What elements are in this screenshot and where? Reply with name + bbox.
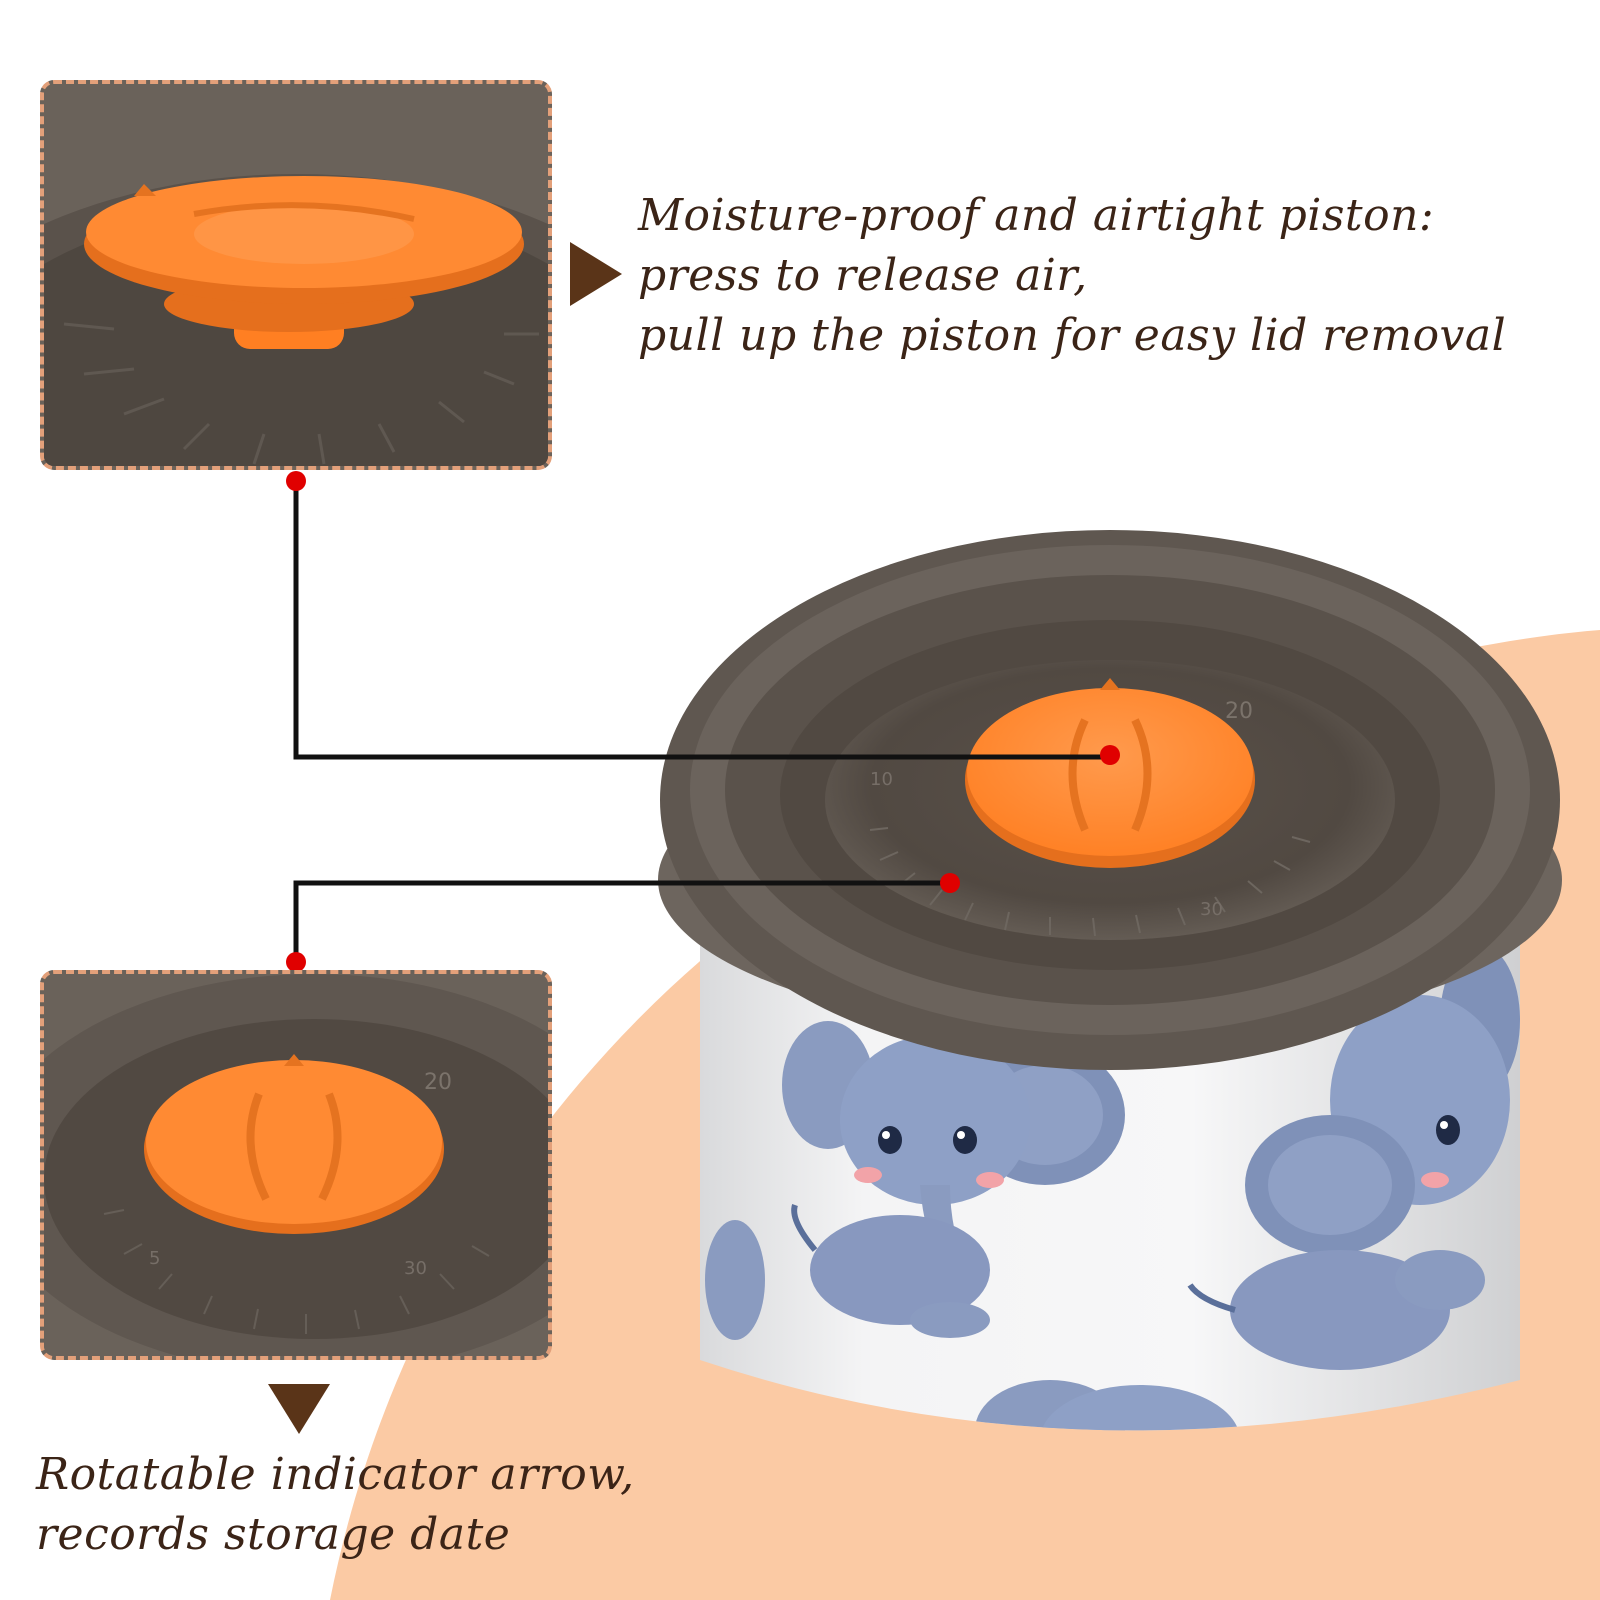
lid-number-10: 10 bbox=[870, 769, 893, 790]
triangle-down-icon bbox=[268, 1384, 330, 1434]
caption-line: Moisture-proof and airtight piston: bbox=[638, 190, 1435, 241]
elephant-illustration-left bbox=[782, 1021, 1125, 1338]
lid-tick-marks bbox=[869, 827, 1311, 937]
caption-line: Rotatable indicator arrow, bbox=[36, 1449, 635, 1500]
triangle-right-icon bbox=[570, 242, 622, 306]
callout-lines bbox=[293, 481, 1110, 962]
lid-number-20: 20 bbox=[1225, 699, 1253, 724]
inset-number-20: 20 bbox=[424, 1070, 452, 1095]
caption-line: press to release air, bbox=[638, 250, 1088, 301]
indicator-feature-caption: Rotatable indicator arrow, records stora… bbox=[36, 1445, 635, 1565]
inset-number-5: 5 bbox=[149, 1248, 160, 1269]
piston-feature-caption: Moisture-proof and airtight piston: pres… bbox=[638, 186, 1506, 366]
callout-dots bbox=[286, 471, 1120, 972]
caption-line: records storage date bbox=[36, 1509, 511, 1560]
caption-line: pull up the piston for easy lid removal bbox=[638, 310, 1507, 361]
piston-knob bbox=[965, 678, 1255, 868]
indicator-arrow-icon bbox=[1100, 678, 1120, 690]
inset-piston-closeup bbox=[40, 80, 552, 470]
canister-lid: 20 10 30 bbox=[658, 530, 1562, 1070]
elephant-illustration-right bbox=[1187, 945, 1520, 1370]
inset-indicator-closeup: 20 5 30 bbox=[40, 970, 552, 1360]
rotatable-indicator-arrow-icon bbox=[284, 1054, 304, 1066]
inset-number-30: 30 bbox=[404, 1258, 427, 1279]
lid-number-30: 30 bbox=[1200, 899, 1223, 920]
